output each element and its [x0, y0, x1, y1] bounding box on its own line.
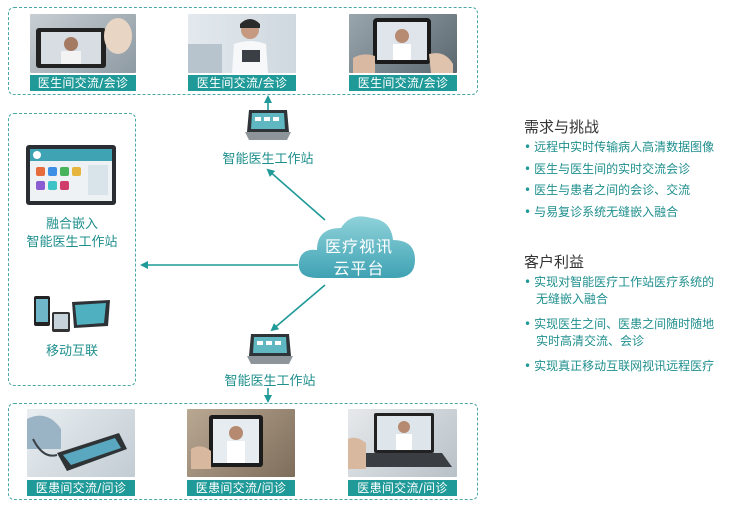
top-photo-doctor-with-tablet [188, 14, 296, 73]
cloud-label-line1: 医疗视讯 [324, 237, 393, 256]
needs-item-2: •医生与医生间的实时交流会诊 [524, 162, 691, 176]
needs-item-1: •远程中实时传输病人高清数据图像 [524, 140, 715, 154]
top-photo-tablet-video-call [30, 14, 136, 73]
bottom-caption-2: 医患间交流/问诊 [187, 480, 295, 496]
benefits-item-1: •实现对智能医疗工作站医疗系统的无缝嵌入融合 [524, 275, 715, 306]
top-doctors-frame [8, 7, 478, 95]
top-caption-1: 医生间交流/会诊 [30, 75, 136, 91]
needs-item-3: •医生与患者之间的会诊、交流 [524, 183, 691, 197]
top-caption-2: 医生间交流/会诊 [188, 75, 296, 91]
bottom-photo-stethoscope-tablet [27, 409, 135, 477]
top-workstation-device [243, 108, 291, 142]
arrow-cloud-to-bottom-workstation [270, 284, 326, 332]
bottom-patients-frame [8, 403, 478, 500]
bottom-caption-1: 医患间交流/问诊 [27, 480, 135, 496]
top-workstation-label: 智能医生工作站 [222, 152, 314, 167]
bottom-workstation-device [245, 332, 293, 366]
left-panel-frame [8, 113, 136, 386]
cloud-platform [295, 208, 419, 288]
bottom-photo-laptop-doctor-on-screen [348, 409, 457, 477]
top-photo-hand-holding-tablet [349, 14, 457, 73]
bottom-workstation-label: 智能医生工作站 [224, 374, 316, 389]
needs-item-4: •与易复诊系统无缝嵌入融合 [524, 205, 679, 219]
arrow-cloud-to-top-workstation [266, 168, 326, 221]
benefits-item-2: •实现医生之间、医患之间随时随地实时高清交流、会诊 [524, 317, 715, 348]
cloud-label-line2: 云平台 [333, 259, 385, 278]
embed-label-line1: 融合嵌入 [45, 217, 98, 232]
cloud-platform-label: 医疗视讯 云平台 [305, 236, 413, 280]
top-caption-3: 医生间交流/会诊 [349, 75, 457, 91]
embed-label-line2: 智能医生工作站 [26, 235, 118, 250]
embedded-workstation-screen [26, 145, 116, 205]
bottom-caption-3: 医患间交流/问诊 [348, 480, 457, 496]
mobile-devices-image [32, 292, 112, 334]
bottom-photo-tablet-doctor-on-screen [187, 409, 295, 477]
embedded-workstation-label: 融合嵌入 智能医生工作站 [14, 216, 130, 252]
mobile-interconnect-label: 移动互联 [45, 344, 98, 359]
benefits-item-3: •实现真正移动互联网视讯远程医疗 [524, 359, 715, 373]
needs-title: 需求与挑战 [524, 118, 600, 136]
benefits-title: 客户利益 [524, 253, 585, 271]
